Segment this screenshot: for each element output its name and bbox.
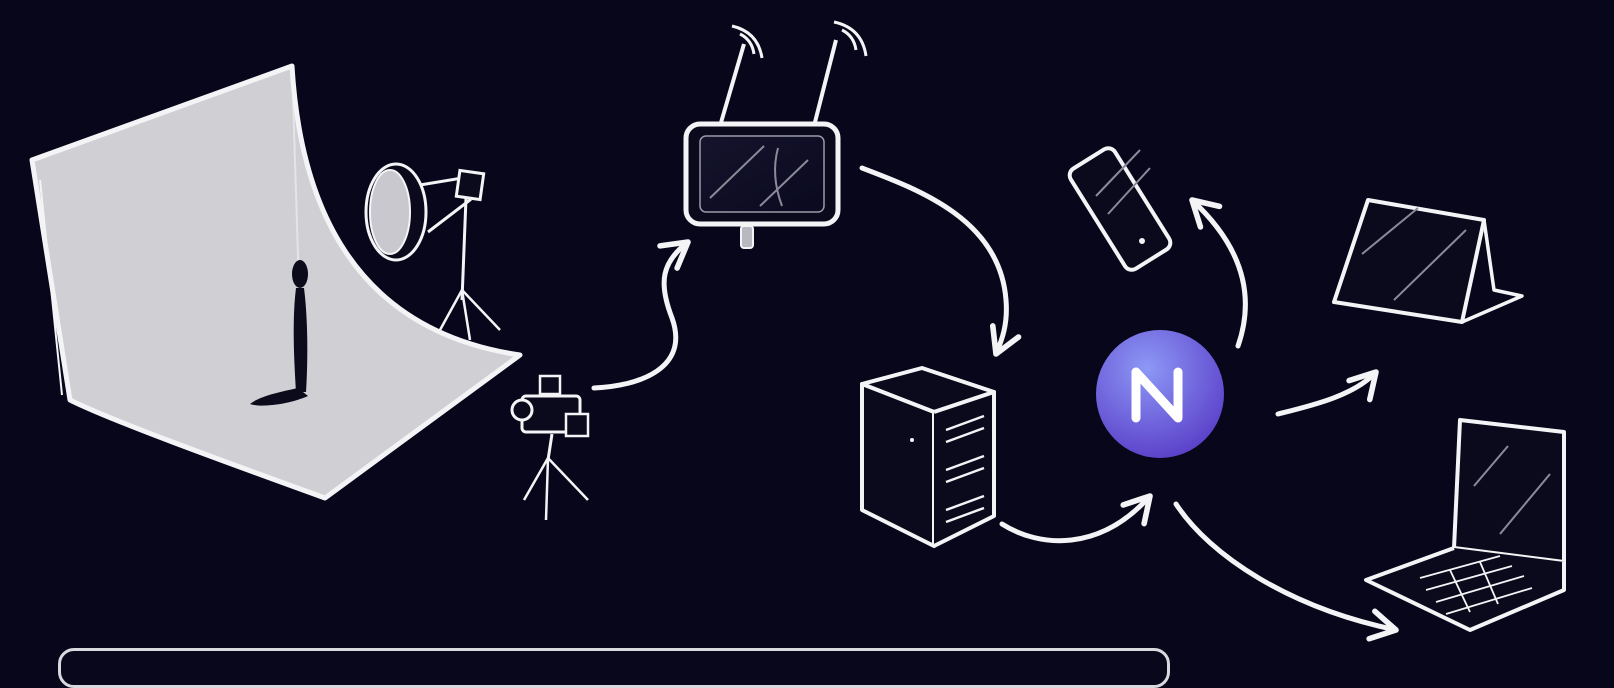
caption-box bbox=[58, 648, 1170, 688]
video-camera-icon bbox=[512, 376, 588, 520]
arrow-hub-to-tablet bbox=[1278, 372, 1376, 414]
arrow-encoder-to-server bbox=[862, 168, 1006, 354]
laptop-icon bbox=[1366, 420, 1564, 630]
tablet-icon bbox=[1334, 200, 1522, 322]
smartphone-icon bbox=[1067, 145, 1174, 273]
server-tower-icon bbox=[862, 368, 994, 546]
n-logo-icon: N bbox=[1096, 330, 1224, 458]
arrow-camera-to-encoder bbox=[594, 242, 688, 388]
studio-backdrop-icon bbox=[32, 66, 520, 498]
wireless-encoder-icon bbox=[686, 22, 866, 248]
arrow-hub-to-laptop bbox=[1176, 504, 1396, 630]
pipeline-diagram: N bbox=[0, 0, 1614, 662]
arrow-server-to-hub bbox=[1002, 496, 1150, 541]
arrow-hub-to-phone bbox=[1192, 200, 1245, 346]
